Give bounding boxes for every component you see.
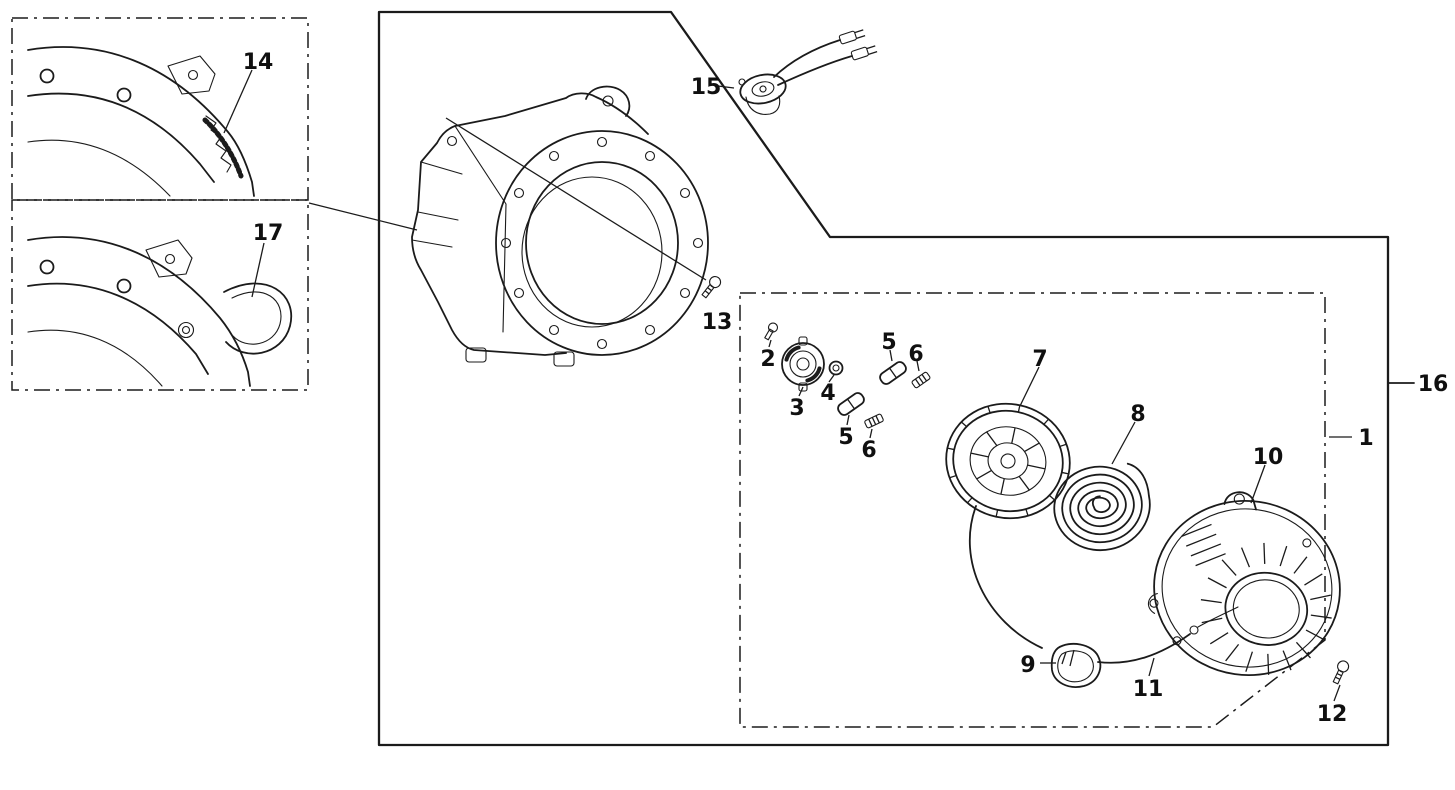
pawl-spring-lower-part-6 [864, 413, 884, 429]
callout-9-label: 9 [1020, 653, 1035, 678]
callout-10: 10 [1250, 445, 1284, 504]
flange-detail-bottom [27, 236, 293, 387]
flange-bolt-hole [39, 68, 55, 84]
callout-6-lower-label: 6 [861, 438, 876, 463]
callout-14: 14 [223, 50, 274, 134]
case-bolt-part-12 [1332, 660, 1350, 685]
callout-15: 15 [691, 75, 735, 100]
callout-13: 13 [702, 310, 733, 335]
friction-plate-part-3 [781, 336, 825, 392]
flange-bolt-hole [116, 278, 132, 294]
callout-12: 12 [1317, 684, 1348, 727]
callout-12-label: 12 [1317, 702, 1348, 727]
callout-5-upper-label: 5 [881, 330, 896, 355]
flange-bolt-holes [500, 136, 704, 350]
callout-14-label: 14 [243, 50, 274, 75]
pawl-spring-upper-part-6 [911, 371, 931, 389]
callout-3: 3 [789, 386, 805, 421]
detail-view-14-box [11, 17, 309, 201]
callout-13-label: 13 [702, 310, 733, 335]
wire-terminal [838, 29, 866, 45]
flange-bolt-hole [39, 259, 55, 275]
fan-cover [411, 85, 709, 367]
callout-17: 17 [251, 221, 284, 298]
washer-part-4 [828, 360, 844, 376]
callout-11: 11 [1133, 657, 1164, 702]
callout-5-upper: 5 [881, 330, 897, 362]
callout-1: 1 [1358, 426, 1373, 451]
case-louvers [1181, 523, 1226, 567]
callout-9: 9 [1020, 653, 1056, 678]
switch-wires [773, 29, 878, 86]
pulley-ribs [970, 427, 1046, 495]
callout-1-label: 1 [1358, 426, 1373, 451]
ratchet-pawl-lower-part-5 [837, 392, 865, 416]
starter-case-hub [1200, 542, 1332, 675]
rope-knot [1189, 625, 1199, 635]
fan-cover-foot [465, 347, 487, 363]
callout-3-label: 3 [789, 396, 804, 421]
detail-connector-line [308, 202, 418, 231]
fan-cover-foot [553, 351, 575, 367]
callout-6-upper: 6 [908, 342, 924, 372]
callout-11-label: 11 [1133, 677, 1164, 702]
flange-bolt-hole [116, 87, 132, 103]
pulley-rim-ticks [947, 405, 1069, 517]
flange-detail-top [27, 46, 255, 197]
callout-7: 7 [1019, 347, 1048, 407]
callout-16-label: 16 [1418, 372, 1449, 397]
case-vent-slots [1200, 542, 1332, 675]
ratchet-pawl-upper-part-5 [879, 361, 907, 385]
bolt-13-leader-line [445, 117, 707, 281]
starter-case-part-10 [1147, 491, 1341, 677]
callout-6-upper-label: 6 [908, 342, 923, 367]
wire-terminal [850, 45, 878, 61]
flange-tab [145, 239, 193, 278]
flange-tab [167, 55, 216, 95]
callout-10-label: 10 [1253, 445, 1284, 470]
callout-4: 4 [820, 374, 836, 406]
case-mount-tab [1223, 491, 1257, 511]
starter-grip-part-9 [1050, 642, 1102, 688]
callout-6-lower: 6 [861, 428, 877, 463]
callout-8-label: 8 [1130, 402, 1145, 427]
callout-2-label: 2 [760, 347, 775, 372]
callout-2: 2 [760, 339, 776, 372]
callout-5-lower-label: 5 [838, 425, 853, 450]
recoil-starter-group-boundary [739, 292, 1352, 728]
main-assembly-boundary [377, 10, 1415, 747]
callout-15-label: 15 [691, 75, 722, 100]
crimped-edge-part-14 [202, 115, 244, 179]
callout-5-lower: 5 [838, 414, 854, 450]
fan-cover-flange [495, 130, 709, 356]
callout-17-label: 17 [253, 221, 284, 246]
set-bolt-part-2 [764, 322, 779, 341]
wire-loop-part-17 [223, 282, 293, 355]
callout-8: 8 [1111, 402, 1146, 465]
callout-7-label: 7 [1032, 347, 1047, 372]
fan-cover-mount-ear [585, 85, 631, 117]
flange-bolt-part-13 [701, 276, 722, 299]
callout-4-label: 4 [820, 381, 835, 406]
starter-pulley-part-7 [945, 402, 1071, 520]
detail-view-17-box [11, 199, 309, 391]
case-side-ear [1147, 593, 1159, 614]
ignition-switch [738, 29, 878, 115]
callout-16: 16 [1418, 372, 1449, 397]
recoil-spring-part-8 [1053, 462, 1151, 552]
